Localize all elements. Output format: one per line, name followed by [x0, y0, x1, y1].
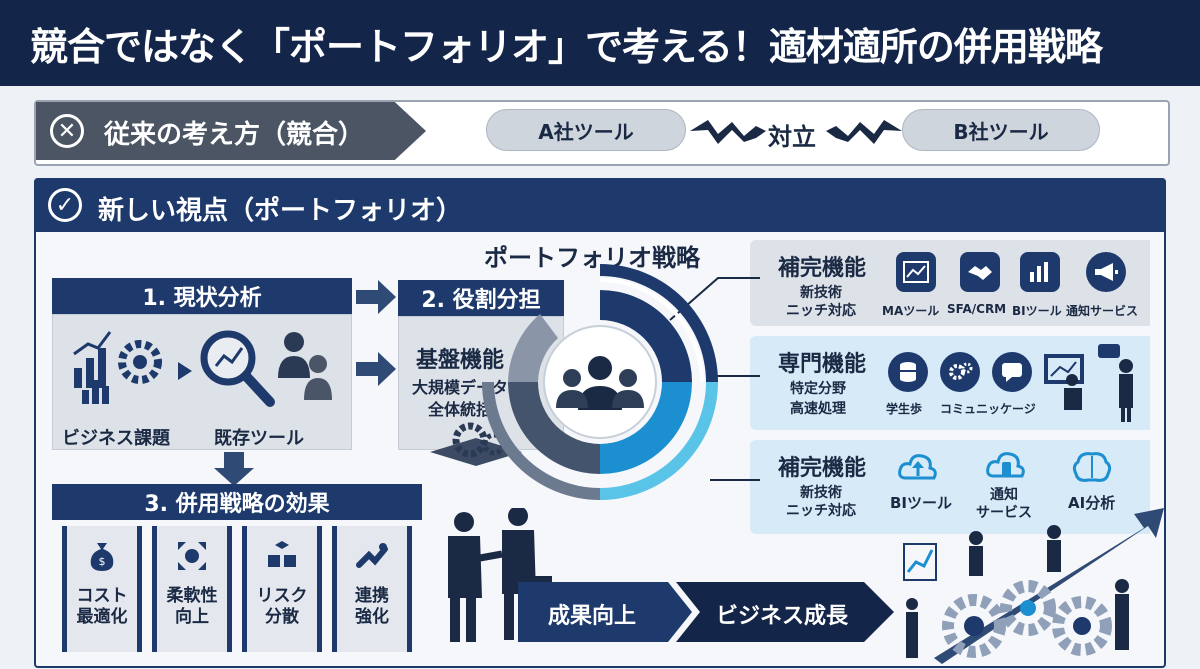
risk-cubes-icon: [262, 536, 302, 576]
ring-left-upper: [508, 314, 558, 382]
band3-tool2: 通知: [990, 487, 1018, 503]
step1-header: 1. 現状分析: [52, 278, 352, 314]
band2-tool2: コミュニッケージ: [940, 402, 1036, 416]
outcome-arrow1-label: 成果向上: [548, 604, 637, 629]
presenter-icon: [1044, 344, 1133, 422]
band3-title: 補完機能: [778, 456, 867, 481]
band3-tool1: BIツール: [890, 494, 953, 512]
band3-tool4: AI分析: [1068, 494, 1116, 512]
band3-sub1: 新技術: [800, 485, 842, 501]
chat-icon: [992, 352, 1032, 392]
cloud-upload-icon: [898, 454, 937, 480]
outcome-arrow2-label: ビジネス成長: [716, 604, 849, 629]
effect-card-collab: 連携 強化: [332, 526, 412, 652]
center-circle: [543, 325, 657, 439]
step2-header: 2. 役割分担: [398, 280, 564, 316]
tool-b-label: B社ツール: [953, 119, 1049, 144]
base-line2: 全体統括: [428, 400, 493, 419]
handshake-icon: [960, 252, 1000, 292]
arrow-step1-to-base: [356, 352, 396, 386]
band3-sub2: ニッチ対応: [786, 503, 856, 519]
effect-flex-line2: 向上: [175, 607, 209, 627]
effect-risk-line1: リスク: [256, 586, 308, 606]
band1-tool4: 通知サービス: [1066, 304, 1139, 318]
new-view-label: 新しい視点（ポートフォリオ）: [98, 196, 463, 226]
portfolio-radial-diagram: [482, 264, 718, 500]
effect-cost-line1: コスト: [76, 586, 128, 606]
ring-inner-right: [600, 382, 692, 474]
header-bar: [0, 0, 1200, 86]
step1-item1: ビジネス課題: [62, 428, 170, 449]
old-view-tab: [36, 102, 426, 160]
band1-tool1: MAツール: [882, 304, 940, 318]
portfolio-title: ポートフォリオ戦略: [484, 244, 700, 272]
band1-sub1: 新技術: [800, 285, 842, 301]
effect-card-cost: $ コスト 最適化: [62, 526, 142, 652]
effect-flex-line1: 柔軟性: [166, 586, 218, 606]
band1-title: 補完機能: [778, 256, 867, 281]
band2-title: 専門機能: [778, 352, 867, 377]
growth-gears-scene: [903, 508, 1164, 664]
band2-sub1: 特定分野: [790, 381, 846, 397]
effect-collab-line2: 強化: [355, 607, 389, 627]
money-bag-icon: $: [82, 536, 122, 576]
effect-cost-line2: 最適化: [76, 607, 128, 627]
linked-hands-icon: [352, 536, 392, 576]
ring-outer-top: [600, 264, 718, 382]
gears-icon: [940, 352, 980, 392]
effect-collab-line1: 連携: [355, 586, 389, 606]
tool-b-pill: B社ツール: [902, 109, 1100, 151]
ring-inner-left: [508, 382, 600, 474]
database-icon: [888, 352, 928, 392]
old-view-label: 従来の考え方（競合）: [104, 120, 365, 150]
outcome-arrows: [518, 582, 894, 642]
band1-sub2: ニッチ対応: [786, 303, 856, 319]
band1-tool3: BIツール: [1012, 304, 1062, 318]
page-title: 競合ではなく「ポートフォリオ」で考える！適材適所の併用戦略: [30, 25, 1103, 69]
bi-chart-icon: [1020, 252, 1060, 292]
versus-label: 対立: [768, 123, 816, 151]
step2-title: 2. 役割分担: [421, 288, 541, 313]
ring-outer-left: [482, 382, 600, 500]
band3-tool3: サービス: [976, 505, 1032, 521]
step3-header: 3. 併用戦略の効果: [52, 484, 422, 520]
megaphone-icon: [1086, 252, 1126, 292]
band2-tool1: 学生歩: [886, 402, 923, 416]
ring-outer-right: [600, 382, 718, 500]
ring-inner-top: [600, 290, 692, 382]
lightning-left-icon: [690, 120, 766, 144]
band2-sub2: 高速処理: [790, 401, 846, 417]
brain-icon: [1072, 452, 1112, 482]
step1-item2: 既存ツール: [214, 428, 304, 449]
band1-tool2: SFA/CRM: [947, 302, 1007, 316]
tool-a-label: A社ツール: [538, 119, 634, 144]
ma-chart-icon: [896, 252, 936, 292]
arrow-step1-to-step3: [214, 452, 254, 486]
magnifier-people-icon: [200, 330, 332, 407]
step1-title: 1. 現状分析: [142, 286, 262, 311]
lightning-right-icon: [826, 120, 902, 144]
new-view-tab: [34, 178, 1166, 232]
svg-text:$: $: [99, 555, 106, 568]
expand-arrows-icon: [172, 536, 212, 576]
effect-card-flexibility: 柔軟性 向上: [152, 526, 232, 652]
cross-circle-icon: ✕: [50, 114, 84, 148]
arrow-right-small-icon: [178, 362, 192, 380]
cloud-phone-icon: [986, 452, 1025, 478]
check-circle-icon: ✓: [48, 188, 82, 222]
base-title: 基盤機能: [416, 348, 505, 373]
step3-title: 3. 併用戦略の効果: [144, 492, 330, 517]
arrow-step1-to-step2: [356, 280, 396, 314]
effect-risk-line2: 分散: [265, 607, 299, 627]
band1-panel: [750, 240, 1150, 326]
tool-a-pill: A社ツール: [486, 109, 686, 151]
effect-card-risk: リスク 分散: [242, 526, 322, 652]
chart-gear-icon: [73, 331, 162, 404]
